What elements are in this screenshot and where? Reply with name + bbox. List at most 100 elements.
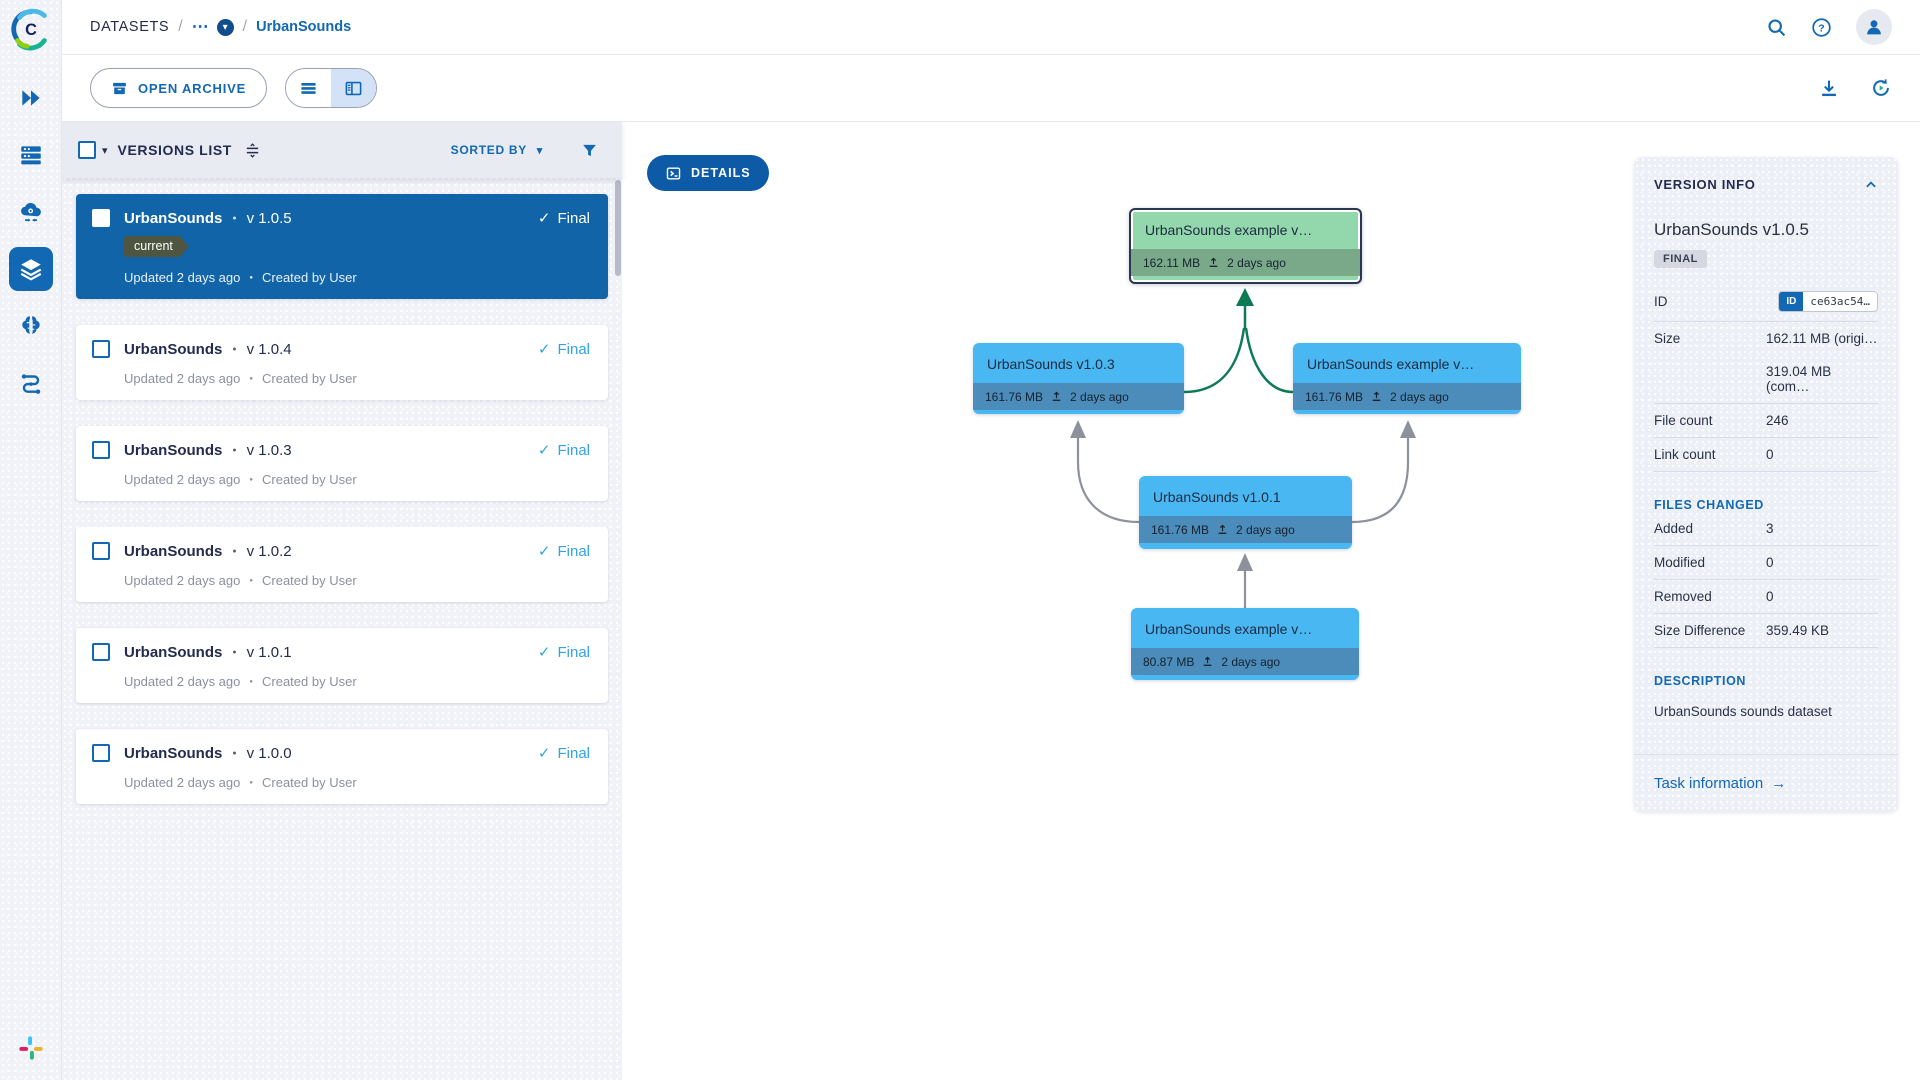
- versions-panel: ▾ VERSIONS LIST SORTED BY ▾ UrbanSounds …: [62, 122, 622, 1080]
- version-card[interactable]: UrbanSounds ● v 1.0.1 ✓ Final Updated 2 …: [76, 628, 608, 703]
- sorted-by-dropdown[interactable]: SORTED BY ▾: [451, 143, 553, 157]
- added-label: Added: [1654, 521, 1694, 536]
- open-archive-label: OPEN ARCHIVE: [138, 80, 247, 96]
- split-view-button[interactable]: [331, 69, 377, 107]
- node-footer: 80.87 MB 2 days ago: [1131, 648, 1359, 675]
- version-card[interactable]: UrbanSounds ● v 1.0.4 ✓ Final Updated 2 …: [76, 325, 608, 400]
- node-footer: 162.11 MB 2 days ago: [1131, 249, 1360, 276]
- version-checkbox[interactable]: [92, 542, 110, 560]
- sidebar-item-pipelines[interactable]: [9, 361, 53, 405]
- version-info-title: VERSION INFO: [1654, 177, 1756, 192]
- final-label: Final: [557, 441, 590, 459]
- lineage-graph: DETAILS UrbanSounds example v… 162.11 MB…: [622, 122, 1920, 1080]
- final-status: ✓ Final: [538, 744, 590, 763]
- graph-node-v103[interactable]: UrbanSounds v1.0.3 161.76 MB 2 days ago: [973, 343, 1184, 414]
- version-checkbox[interactable]: [92, 744, 110, 762]
- version-checkbox[interactable]: [92, 209, 110, 227]
- file-count-value: 246: [1766, 413, 1789, 428]
- upload-icon: [1052, 391, 1061, 401]
- details-button[interactable]: DETAILS: [647, 155, 769, 191]
- server-icon: [20, 146, 41, 165]
- info-row-id: ID ID ce63ac54…: [1654, 282, 1878, 322]
- filter-icon[interactable]: [581, 142, 598, 159]
- separator-dot: ●: [232, 547, 237, 555]
- help-icon[interactable]: ?: [1811, 17, 1832, 38]
- removed-value: 0: [1766, 589, 1774, 604]
- updated-label: Updated 2 days ago: [124, 371, 241, 386]
- author-label: Created by User: [262, 775, 357, 790]
- final-status: ✓ Final: [538, 209, 590, 228]
- updated-label: Updated 2 days ago: [124, 270, 241, 285]
- version-name: UrbanSounds: [124, 744, 223, 762]
- id-chip[interactable]: ID ce63ac54…: [1778, 291, 1878, 312]
- breadcrumb-ellipsis[interactable]: ⋯: [191, 17, 210, 36]
- separator-dot: ●: [232, 214, 237, 222]
- final-label: Final: [557, 744, 590, 762]
- graph-node-example-mid[interactable]: UrbanSounds example v… 161.76 MB 2 days …: [1293, 343, 1521, 414]
- versions-scrollbar[interactable]: [615, 180, 621, 276]
- graph-node-example-bottom[interactable]: UrbanSounds example v… 80.87 MB 2 days a…: [1131, 608, 1359, 680]
- size-compressed: 319.04 MB (com…: [1766, 364, 1832, 394]
- view-toggle: [285, 68, 378, 108]
- slack-icon[interactable]: [17, 1034, 45, 1062]
- collapse-chevron-up-icon[interactable]: [1864, 178, 1878, 192]
- check-icon: ✓: [537, 543, 551, 560]
- version-card[interactable]: UrbanSounds ● v 1.0.0 ✓ Final Updated 2 …: [76, 729, 608, 804]
- node-size: 80.87 MB: [1143, 654, 1195, 669]
- table-view-button[interactable]: [286, 69, 332, 107]
- user-avatar[interactable]: [1856, 9, 1892, 45]
- list-settings-icon[interactable]: [244, 142, 261, 159]
- version-info-name: UrbanSounds v1.0.5: [1654, 220, 1809, 239]
- select-all-checkbox[interactable]: [78, 141, 96, 159]
- final-badge: FINAL: [1654, 250, 1707, 268]
- node-footer: 161.76 MB 2 days ago: [1293, 383, 1521, 410]
- version-checkbox[interactable]: [92, 441, 110, 459]
- version-info-panel: VERSION INFO UrbanSounds v1.0.5 FINAL ID…: [1634, 157, 1898, 812]
- final-label: Final: [557, 340, 590, 358]
- breadcrumb-expand-icon[interactable]: ▾: [216, 18, 234, 36]
- info-row-size-diff: Size Difference 359.49 KB: [1654, 614, 1878, 648]
- version-checkbox[interactable]: [92, 340, 110, 358]
- version-checkbox[interactable]: [92, 643, 110, 661]
- node-footer: 161.76 MB 2 days ago: [973, 383, 1184, 410]
- auto-refresh-icon[interactable]: [1870, 77, 1892, 99]
- breadcrumb-separator: /: [178, 18, 183, 35]
- author-label: Created by User: [262, 472, 357, 487]
- cloud-gear-icon: [20, 202, 41, 222]
- node-size: 161.76 MB: [985, 389, 1044, 404]
- final-status: ✓ Final: [538, 340, 590, 359]
- check-icon: ✓: [537, 644, 551, 661]
- search-icon[interactable]: [1766, 17, 1787, 38]
- version-card[interactable]: UrbanSounds ● v 1.0.2 ✓ Final Updated 2 …: [76, 527, 608, 602]
- updated-label: Updated 2 days ago: [124, 472, 241, 487]
- removed-label: Removed: [1654, 589, 1712, 604]
- graph-node-v101[interactable]: UrbanSounds v1.0.1 161.76 MB 2 days ago: [1139, 476, 1352, 549]
- app-sidebar: C: [0, 0, 62, 1080]
- version-name: UrbanSounds: [124, 441, 223, 459]
- breadcrumb-root[interactable]: DATASETS: [90, 19, 170, 35]
- version-meta: Updated 2 days ago ● Created by User: [124, 472, 590, 487]
- sidebar-item-datasets[interactable]: [8, 247, 53, 291]
- node-size: 162.11 MB: [1143, 255, 1201, 270]
- version-number: v 1.0.3: [246, 441, 292, 459]
- version-card[interactable]: UrbanSounds ● v 1.0.3 ✓ Final Updated 2 …: [76, 426, 608, 501]
- final-status: ✓ Final: [538, 441, 590, 460]
- node-title: UrbanSounds example v…: [1145, 222, 1313, 238]
- open-archive-button[interactable]: OPEN ARCHIVE: [90, 68, 268, 108]
- graph-node-current[interactable]: UrbanSounds example v… 162.11 MB 2 days …: [1129, 208, 1362, 284]
- version-number: v 1.0.4: [246, 340, 292, 358]
- node-title: UrbanSounds v1.0.1: [1153, 489, 1281, 505]
- info-row-link-count: Link count 0: [1654, 438, 1878, 472]
- version-card-selected[interactable]: UrbanSounds ● v 1.0.5 ✓ Final current Up…: [76, 194, 608, 299]
- download-icon[interactable]: [1818, 77, 1840, 99]
- sidebar-item-autoscalers[interactable]: [9, 190, 53, 234]
- sidebar-item-getting-started[interactable]: [9, 76, 53, 120]
- sidebar-item-models[interactable]: [9, 304, 53, 348]
- node-title: UrbanSounds example v…: [1145, 621, 1313, 637]
- sidebar-item-workers-queues[interactable]: [9, 133, 53, 177]
- separator-dot: ●: [249, 375, 253, 382]
- select-all-caret-icon[interactable]: ▾: [102, 144, 108, 157]
- task-information-link[interactable]: Task information →: [1654, 775, 1786, 792]
- clearml-logo-icon[interactable]: C: [8, 6, 54, 52]
- details-panel-icon: [666, 166, 681, 180]
